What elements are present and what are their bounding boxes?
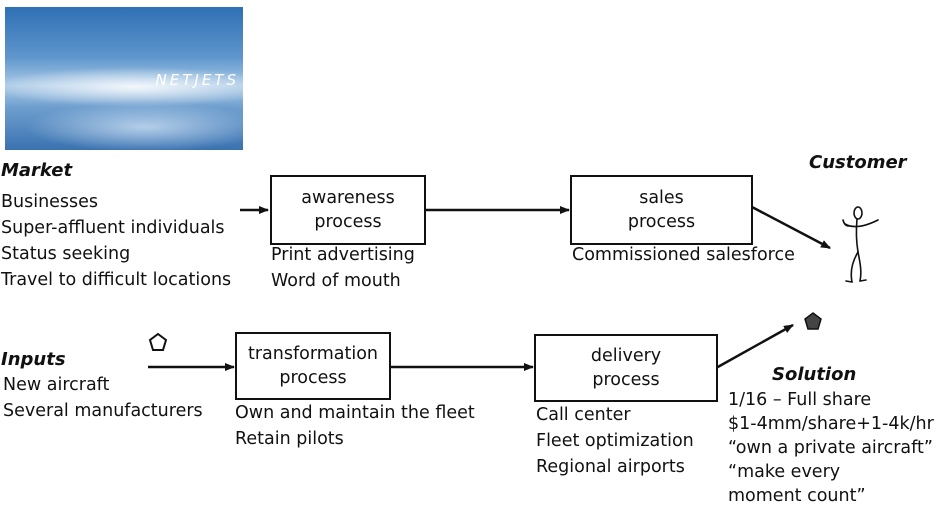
box-label: sales bbox=[639, 188, 684, 208]
delivery-item: Call center bbox=[536, 405, 631, 425]
customer-heading: Customer bbox=[809, 152, 907, 173]
market-item: Super-affluent individuals bbox=[1, 218, 225, 238]
transformation-item: Own and maintain the fleet bbox=[235, 403, 475, 423]
box-label: delivery bbox=[590, 346, 662, 366]
solution-item: moment count” bbox=[728, 486, 866, 506]
box-label: process bbox=[627, 212, 696, 232]
awareness-item: Print advertising bbox=[271, 245, 415, 265]
solution-heading: Solution bbox=[772, 364, 857, 385]
inputs-item: Several manufacturers bbox=[3, 401, 203, 421]
sales-list: Commissioned salesforce bbox=[572, 242, 795, 268]
inputs-heading: Inputs bbox=[1, 349, 66, 370]
box-label: process bbox=[279, 368, 347, 388]
solution-list: 1/16 – Full share $1-4mm/share+1-4k/hr “… bbox=[728, 388, 934, 508]
box-label: awareness bbox=[301, 188, 395, 208]
delivery-list: Call center Fleet optimization Regional … bbox=[536, 402, 694, 480]
market-item: Businesses bbox=[1, 192, 99, 212]
solution-item: $1-4mm/share+1-4k/hr bbox=[728, 414, 934, 434]
market-heading: Market bbox=[1, 160, 73, 181]
netjets-banner-image: NETJETS bbox=[5, 7, 243, 150]
box-label: process bbox=[592, 370, 660, 390]
arrow-sales-to-customer bbox=[751, 205, 831, 250]
inputs-item: New aircraft bbox=[3, 375, 110, 395]
sales-item: Commissioned salesforce bbox=[572, 245, 795, 265]
awareness-process-box: awareness process bbox=[270, 175, 426, 245]
transformation-item: Retain pilots bbox=[235, 429, 344, 449]
transformation-process-box: transformation process bbox=[235, 332, 391, 400]
cloud-layer bbox=[5, 67, 243, 107]
market-item: Travel to difficult locations bbox=[1, 270, 232, 290]
transformation-list: Own and maintain the fleet Retain pilots bbox=[235, 400, 475, 452]
market-list: Businesses Super-affluent individuals St… bbox=[1, 189, 231, 293]
delivery-process-box: delivery process bbox=[534, 334, 718, 402]
box-label: process bbox=[314, 212, 382, 232]
market-item: Status seeking bbox=[1, 244, 131, 264]
box-label: transformation bbox=[247, 344, 379, 364]
delivery-item: Fleet optimization bbox=[536, 431, 694, 451]
stick-figure-icon bbox=[842, 206, 879, 283]
cloud-layer bbox=[25, 102, 243, 150]
solution-item: “own a private aircraft” bbox=[728, 438, 933, 458]
solution-item: 1/16 – Full share bbox=[728, 390, 872, 410]
pentagon-filled-icon bbox=[804, 312, 822, 330]
arrow-delivery-to-solution bbox=[715, 323, 794, 370]
delivery-item: Regional airports bbox=[536, 457, 685, 477]
solution-item: “make every bbox=[728, 462, 841, 482]
awareness-list: Print advertising Word of mouth bbox=[271, 242, 415, 294]
awareness-item: Word of mouth bbox=[271, 271, 401, 291]
netjets-logo: NETJETS bbox=[155, 71, 239, 89]
inputs-list: New aircraft Several manufacturers bbox=[3, 372, 203, 424]
sales-process-box: sales process bbox=[570, 175, 753, 245]
pentagon-outline-icon bbox=[148, 332, 168, 351]
